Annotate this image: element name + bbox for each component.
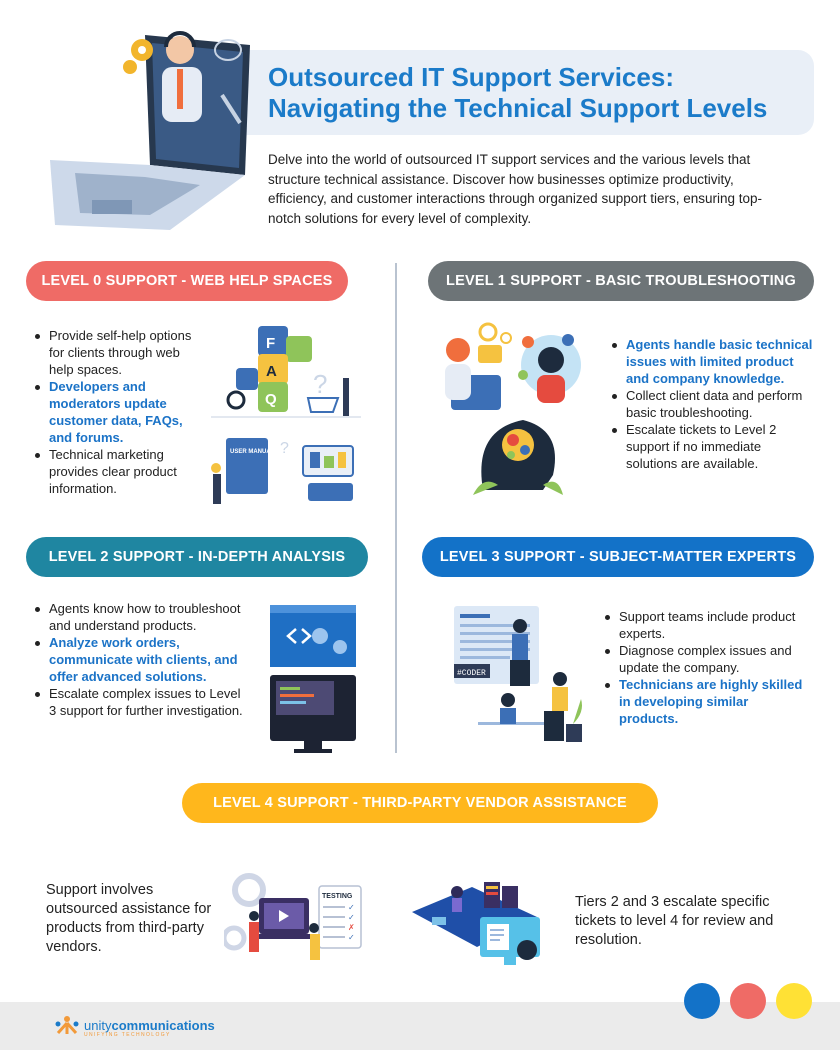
user-manual-icon bbox=[226, 438, 268, 494]
chat-bubble-icon bbox=[214, 39, 242, 61]
svg-text:✗: ✗ bbox=[348, 923, 355, 932]
level1-heading: LEVEL 1 SUPPORT - BASIC TROUBLESHOOTING bbox=[428, 261, 814, 301]
unity-logo-icon bbox=[55, 1016, 79, 1035]
expert-team-illustration: #CODER bbox=[454, 606, 582, 742]
magnifier-icon bbox=[226, 390, 246, 410]
server-stack-icon bbox=[308, 483, 353, 501]
wrench-icon bbox=[220, 93, 242, 125]
gear-icon bbox=[478, 322, 498, 342]
agent-avatar-icon bbox=[166, 36, 194, 64]
laptop-agent-illustration bbox=[50, 31, 250, 230]
brand-name: unitycommunications bbox=[84, 1017, 215, 1033]
level2-item-3: Escalate complex issues to Level 3 suppo… bbox=[33, 685, 248, 719]
level0-list: Provide self-help options for clients th… bbox=[33, 327, 193, 497]
testing-illustration: TESTING ✓ ✓ ✗ ✓ bbox=[224, 873, 362, 960]
svg-text:✓: ✓ bbox=[348, 913, 355, 922]
faq-letter-f: F bbox=[266, 335, 275, 352]
decor-dot-blue bbox=[684, 983, 720, 1019]
svg-text:?: ? bbox=[280, 440, 289, 457]
shopping-cart-icon bbox=[306, 397, 340, 413]
faq-letter-q: Q bbox=[265, 391, 277, 408]
level2-item-2: Analyze work orders, communicate with cl… bbox=[33, 634, 248, 685]
svg-text:✓: ✓ bbox=[348, 933, 355, 942]
brand-tagline: UNIFYING TECHNOLOGY bbox=[84, 1032, 171, 1038]
user-manual-label: USER MANUAL bbox=[230, 449, 275, 455]
developer-figure-icon bbox=[513, 619, 527, 633]
gear-icon bbox=[123, 60, 137, 74]
vendor-network-illustration bbox=[412, 882, 540, 965]
page-title: Outsourced IT Support Services: Navigati… bbox=[268, 62, 808, 124]
team-member-icon bbox=[553, 672, 567, 686]
puzzle-piece-icon bbox=[258, 354, 288, 384]
level1-item-3: Escalate tickets to Level 2 support if n… bbox=[610, 421, 815, 472]
level3-item-1: Support teams include product experts. bbox=[603, 608, 808, 642]
play-icon bbox=[279, 910, 289, 922]
level0-heading: LEVEL 0 SUPPORT - WEB HELP SPACES bbox=[26, 261, 348, 301]
gear-icon bbox=[333, 640, 347, 654]
agent-woman-icon bbox=[446, 338, 470, 362]
level3-heading: LEVEL 3 SUPPORT - SUBJECT-MATTER EXPERTS bbox=[422, 537, 814, 577]
network-icon bbox=[562, 334, 574, 346]
question-mark-icon: ? bbox=[313, 369, 327, 399]
level4-heading: LEVEL 4 SUPPORT - THIRD-PARTY VENDOR ASS… bbox=[182, 783, 658, 823]
level2-list: Agents know how to troubleshoot and unde… bbox=[33, 600, 248, 719]
level0-item-1: Provide self-help options for clients th… bbox=[33, 327, 193, 378]
level4-left-text: Support involves outsourced assistance f… bbox=[46, 882, 212, 955]
person-icon bbox=[451, 886, 463, 898]
level0-item-3: Technical marketing provides clear produ… bbox=[33, 446, 193, 497]
testing-label: TESTING bbox=[322, 893, 353, 900]
level2-item-1: Agents know how to troubleshoot and unde… bbox=[33, 600, 248, 634]
puzzle-piece-icon bbox=[258, 326, 288, 356]
svg-text:✓: ✓ bbox=[348, 903, 355, 912]
chat-message-icon bbox=[478, 345, 502, 363]
level2-heading: LEVEL 2 SUPPORT - IN-DEPTH ANALYSIS bbox=[26, 537, 368, 577]
phone-icon bbox=[522, 336, 534, 348]
title-band bbox=[200, 50, 814, 135]
code-monitor-illustration bbox=[270, 605, 356, 753]
desk-icon bbox=[478, 722, 563, 725]
level3-list: Support teams include product experts. D… bbox=[603, 608, 808, 727]
decor-dot-yellow bbox=[776, 983, 812, 1019]
coder-label: #CODER bbox=[457, 669, 486, 678]
level3-item-2: Diagnose complex issues and update the c… bbox=[603, 642, 808, 676]
decor-dot-red bbox=[730, 983, 766, 1019]
brand-logo[interactable]: unitycommunications bbox=[54, 1015, 215, 1035]
coder-tag bbox=[454, 664, 490, 678]
gear-icon bbox=[517, 940, 537, 960]
level1-item-2: Collect client data and perform basic tr… bbox=[610, 387, 815, 421]
faq-puzzle-illustration: F A Q ? USER MANUAL ? bbox=[211, 326, 361, 504]
level3-item-3: Technicians are highly skilled in develo… bbox=[603, 676, 808, 727]
faq-letter-a: A bbox=[266, 363, 277, 380]
title-line-1: Outsourced IT Support Services: bbox=[268, 62, 674, 92]
gear-icon bbox=[232, 873, 266, 907]
call-center-illustration bbox=[445, 322, 581, 495]
level0-item-2: Developers and moderators update custome… bbox=[33, 378, 193, 446]
headset-agent-icon bbox=[538, 347, 564, 373]
intro-paragraph: Delve into the world of outsourced IT su… bbox=[268, 152, 763, 226]
level1-item-1: Agents handle basic technical issues wit… bbox=[610, 336, 815, 387]
title-line-2: Navigating the Technical Support Levels bbox=[268, 93, 768, 123]
column-divider bbox=[395, 263, 397, 753]
gear-icon bbox=[312, 628, 328, 644]
team-member-icon bbox=[501, 693, 515, 707]
document-icon bbox=[487, 924, 509, 950]
level4-right-text: Tiers 2 and 3 escalate specific tickets … bbox=[575, 894, 774, 948]
level1-list: Agents handle basic technical issues wit… bbox=[610, 336, 815, 472]
tester-figure-icon bbox=[249, 911, 259, 921]
